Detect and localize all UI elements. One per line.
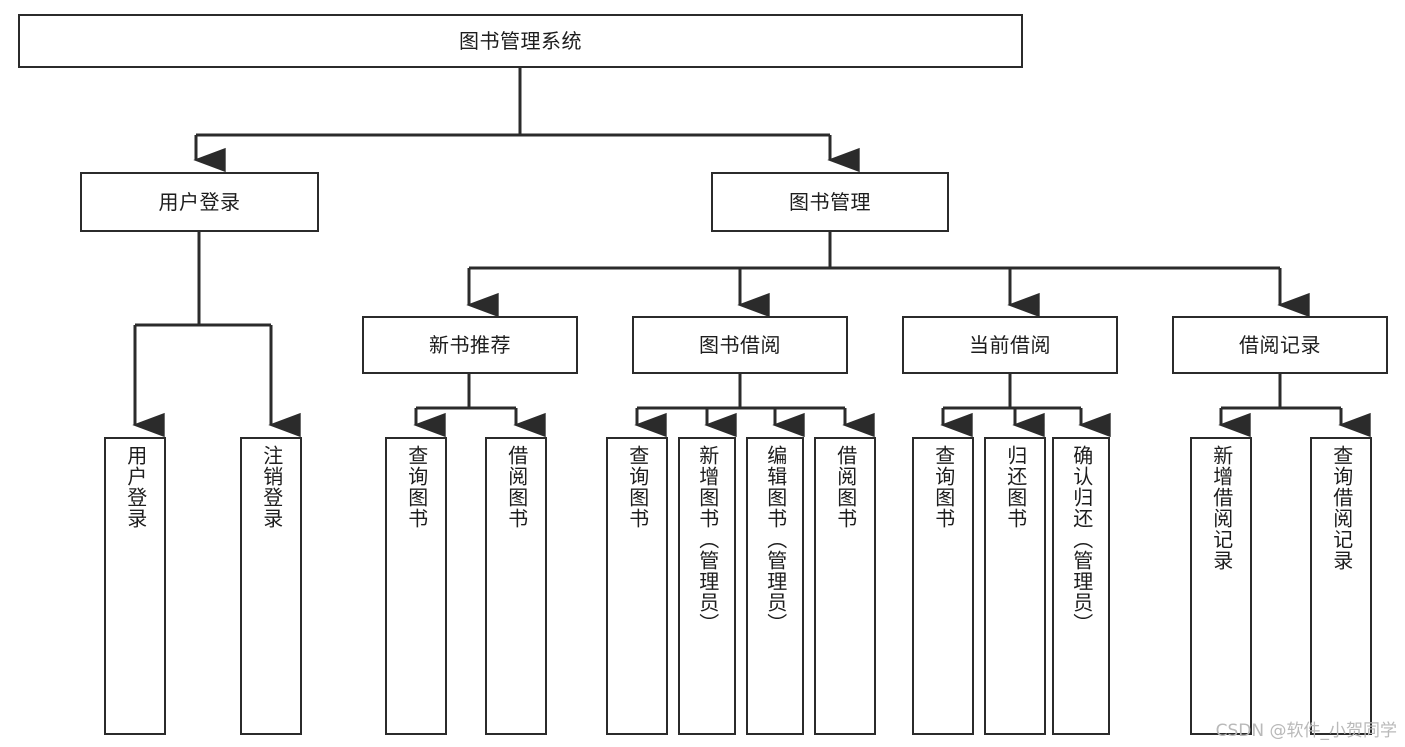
leaf-add-borrow-record-label: 新增借阅记录 bbox=[1209, 445, 1234, 571]
node-book-management[interactable]: 图书管理 bbox=[711, 172, 949, 232]
node-current-borrow[interactable]: 当前借阅 bbox=[902, 316, 1118, 374]
leaf-confirm-return-admin-label: 确认归还（管理员） bbox=[1069, 445, 1094, 634]
csdn-watermark: CSDN @软件_小贺同学 bbox=[1215, 721, 1397, 741]
node-book-borrow-label: 图书借阅 bbox=[699, 332, 781, 357]
leaf-add-book-admin[interactable]: 新增图书（管理员） bbox=[678, 437, 736, 735]
leaf-return-book[interactable]: 归还图书 bbox=[984, 437, 1046, 735]
leaf-user-logout[interactable]: 注销登录 bbox=[240, 437, 302, 735]
leaf-query-book-current-label: 查询图书 bbox=[931, 445, 956, 529]
leaf-query-borrow-record-label: 查询借阅记录 bbox=[1329, 445, 1354, 571]
leaf-user-login[interactable]: 用户登录 bbox=[104, 437, 166, 735]
leaf-confirm-return-admin[interactable]: 确认归还（管理员） bbox=[1052, 437, 1110, 735]
leaf-user-login-label: 用户登录 bbox=[123, 445, 148, 529]
node-new-book-recommend[interactable]: 新书推荐 bbox=[362, 316, 578, 374]
leaf-query-book-current[interactable]: 查询图书 bbox=[912, 437, 974, 735]
node-root[interactable]: 图书管理系统 bbox=[18, 14, 1023, 68]
leaf-borrow-book-recommend-label: 借阅图书 bbox=[504, 445, 529, 529]
leaf-query-book-recommend[interactable]: 查询图书 bbox=[385, 437, 447, 735]
leaf-borrow-book[interactable]: 借阅图书 bbox=[814, 437, 876, 735]
node-borrow-record[interactable]: 借阅记录 bbox=[1172, 316, 1388, 374]
leaf-borrow-book-label: 借阅图书 bbox=[833, 445, 858, 529]
leaf-return-book-label: 归还图书 bbox=[1003, 445, 1028, 529]
leaf-user-logout-label: 注销登录 bbox=[259, 445, 284, 529]
leaf-query-borrow-record[interactable]: 查询借阅记录 bbox=[1310, 437, 1372, 735]
node-book-borrow[interactable]: 图书借阅 bbox=[632, 316, 848, 374]
node-user-login[interactable]: 用户登录 bbox=[80, 172, 319, 232]
node-book-management-label: 图书管理 bbox=[789, 189, 871, 214]
leaf-add-borrow-record[interactable]: 新增借阅记录 bbox=[1190, 437, 1252, 735]
leaf-query-book-borrow-label: 查询图书 bbox=[625, 445, 650, 529]
leaf-edit-book-admin-label: 编辑图书（管理员） bbox=[763, 445, 788, 634]
node-borrow-record-label: 借阅记录 bbox=[1239, 332, 1321, 357]
leaf-borrow-book-recommend[interactable]: 借阅图书 bbox=[485, 437, 547, 735]
leaf-query-book-borrow[interactable]: 查询图书 bbox=[606, 437, 668, 735]
node-new-book-recommend-label: 新书推荐 bbox=[429, 332, 511, 357]
leaf-edit-book-admin[interactable]: 编辑图书（管理员） bbox=[746, 437, 804, 735]
leaf-add-book-admin-label: 新增图书（管理员） bbox=[695, 445, 720, 634]
node-user-login-label: 用户登录 bbox=[158, 189, 241, 214]
node-root-label: 图书管理系统 bbox=[459, 28, 582, 53]
leaf-query-book-recommend-label: 查询图书 bbox=[404, 445, 429, 529]
node-current-borrow-label: 当前借阅 bbox=[969, 332, 1051, 357]
